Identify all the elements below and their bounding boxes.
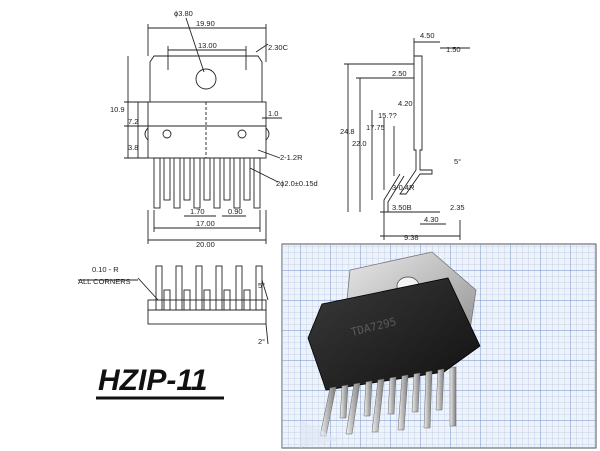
label-dim-17: 17.75 <box>366 123 385 132</box>
label-dim-22: 22.0 <box>352 139 367 148</box>
label-small-dim: 4.20 <box>398 99 413 108</box>
label-width-holes: 13.00 <box>198 41 217 50</box>
label-radius: 2-1.2R <box>280 153 303 162</box>
mounting-hole <box>195 68 217 90</box>
label-pin-width: 2ϕ2.0±0.15d <box>276 179 318 188</box>
label-angle-top: 5° <box>258 281 265 290</box>
component-photo: TDA7295 <box>281 243 597 449</box>
label-width-overall: 19.90 <box>196 19 215 28</box>
package-title: HZIP-11 <box>98 364 207 397</box>
label-foot-a: 3.50B <box>392 203 412 212</box>
label-foot-b: 4.30 <box>424 215 439 224</box>
bottom-view <box>78 265 269 345</box>
label-dim-15: 15.?? <box>378 111 397 120</box>
left-slot-hole <box>162 129 172 139</box>
side-view <box>344 38 470 240</box>
bottom-pins <box>155 265 263 311</box>
label-hole-dia: ϕ3.80 <box>174 9 193 18</box>
label-foot-c: 2.35 <box>450 203 465 212</box>
label-height-lower: 3.8 <box>128 143 138 152</box>
label-lead-span: 20.00 <box>196 240 215 249</box>
label-pin-width-2: 0.90 <box>228 207 243 216</box>
label-upper: 2.50 <box>392 69 407 78</box>
side-view-labels: 4.50 1.50 2.50 15.?? 17.75 22.0 24.8 4.2… <box>340 31 465 242</box>
label-height-total: 10.9 <box>110 105 125 114</box>
label-pin-pitch: 1.70 <box>190 207 205 216</box>
label-bend-r: 3-0.4R <box>392 183 415 192</box>
label-top-offset: 4.50 <box>420 31 435 40</box>
label-angle-bottom: 2° <box>258 337 265 346</box>
label-height-upper: 7.2 <box>128 117 138 126</box>
label-top-width: 1.50 <box>446 45 461 54</box>
bottom-view-labels: 0.10 - R ALL CORNERS 5° 2° <box>78 265 265 346</box>
front-view-labels: ϕ3.80 19.90 13.00 2.30C 10.9 7.2 3.8 1.0… <box>110 9 318 249</box>
label-total: 9.38 <box>404 233 419 242</box>
label-angle: 5° <box>454 157 461 166</box>
label-corner-note-2: ALL CORNERS <box>78 277 131 286</box>
front-pins <box>153 157 261 209</box>
title-block: HZIP-11 <box>96 364 224 400</box>
label-dim-24: 24.8 <box>340 127 355 136</box>
label-slot-width: 1.0 <box>268 109 278 118</box>
label-chamfer: 2.30C <box>268 43 289 52</box>
front-view <box>124 17 282 244</box>
right-slot-hole <box>237 129 247 139</box>
label-pin-span: 17.00 <box>196 219 215 228</box>
label-corner-note-1: 0.10 - R <box>92 265 119 274</box>
